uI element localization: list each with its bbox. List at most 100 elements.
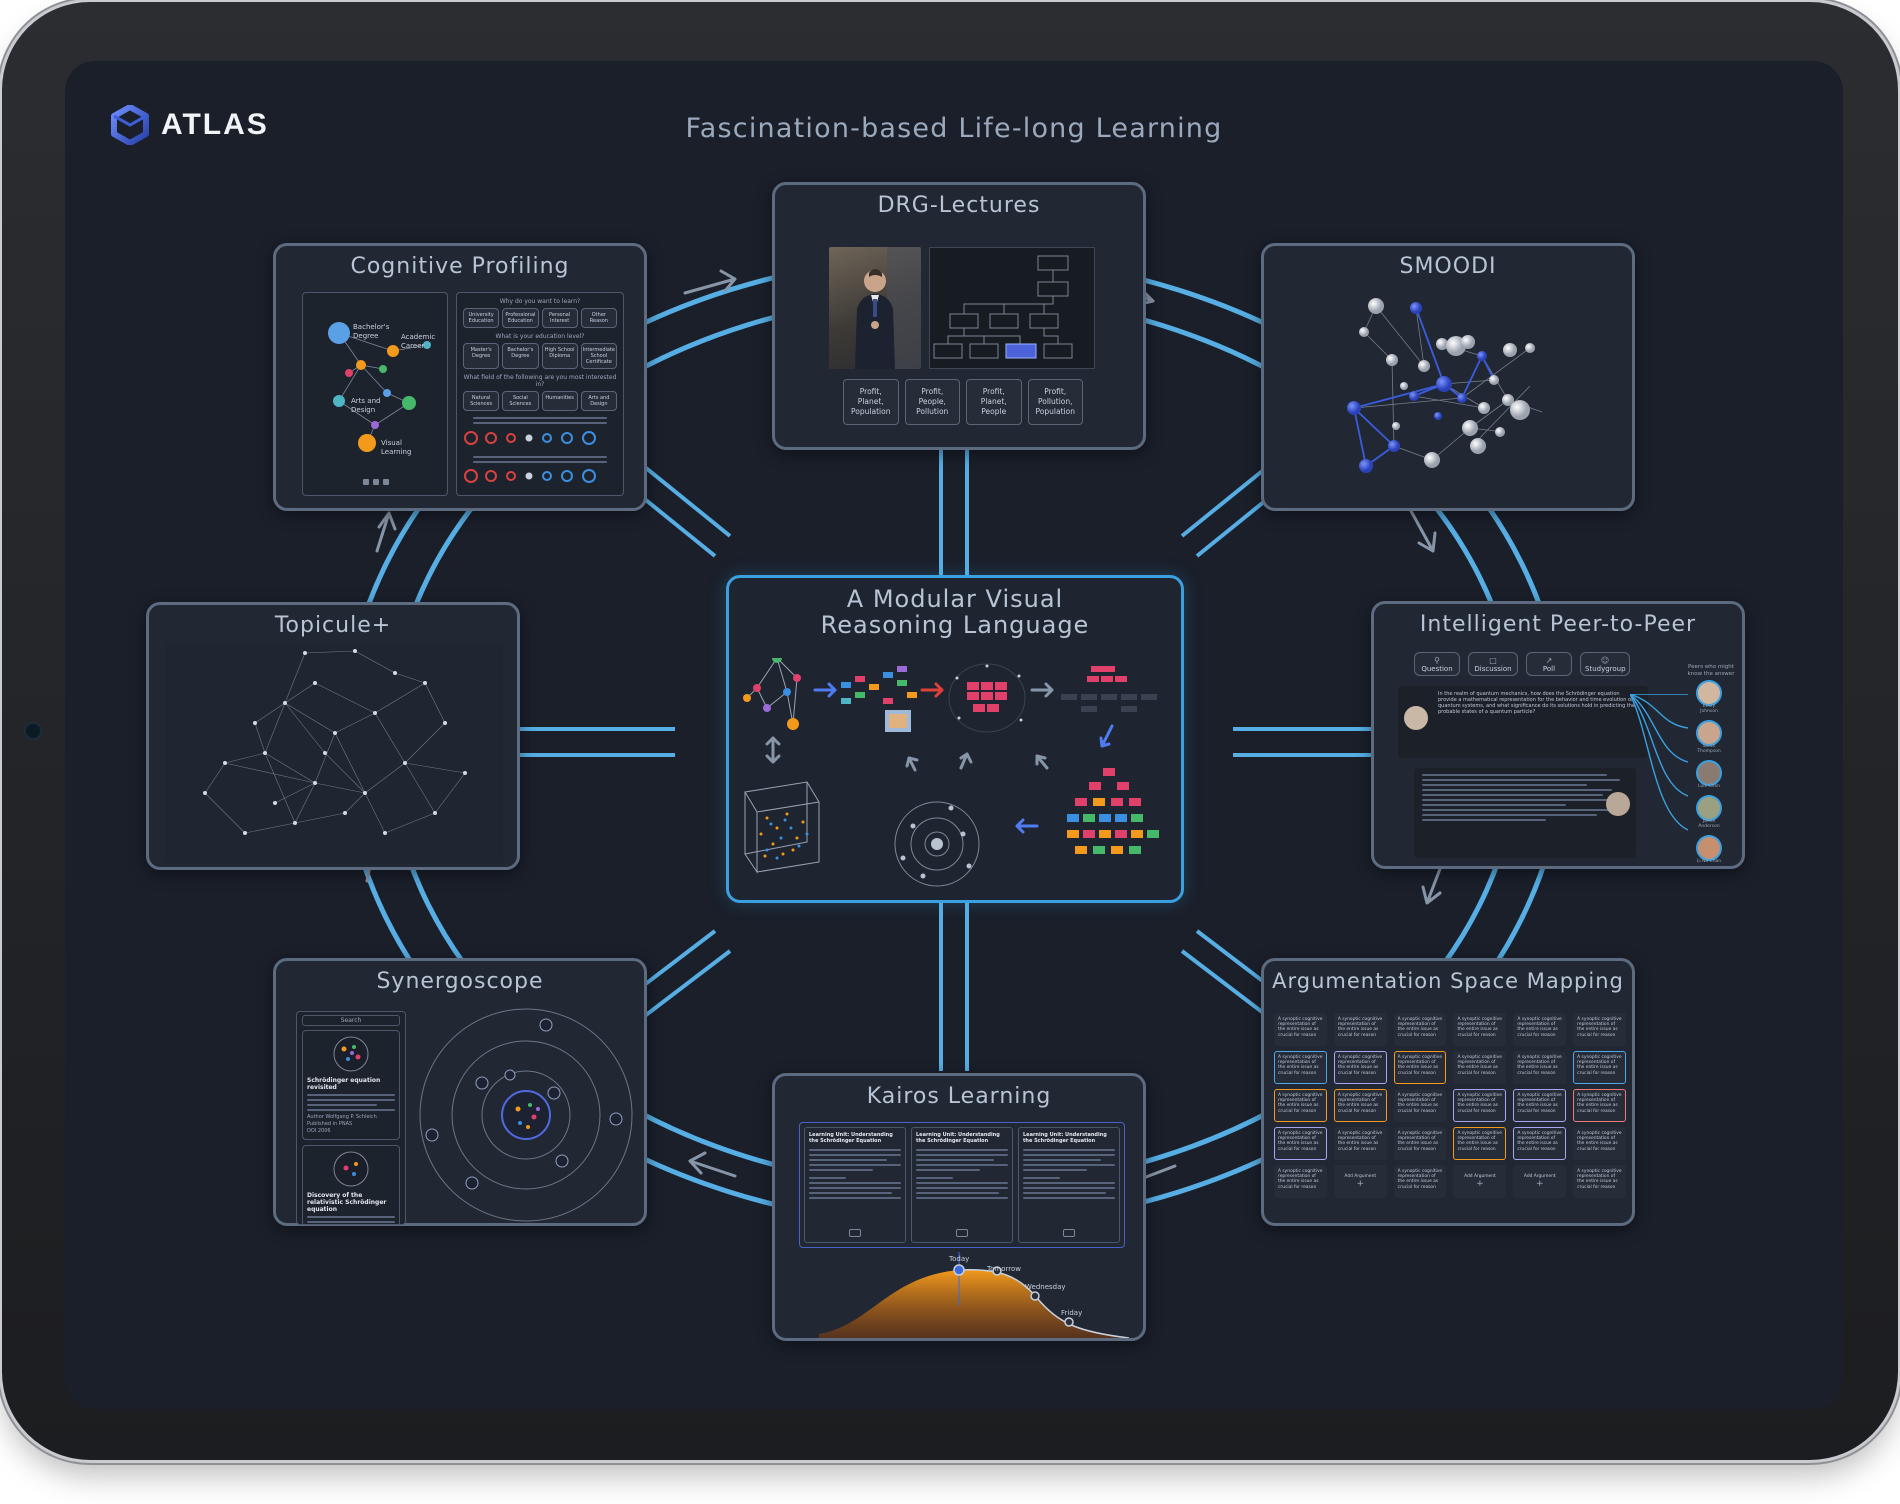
argument-card[interactable]: A synoptic cognitive representation of t…	[1513, 1013, 1567, 1046]
avatar	[1404, 706, 1428, 730]
module-argumentation-space-mapping[interactable]: Argumentation Space Mapping A synoptic c…	[1261, 958, 1635, 1226]
argument-card[interactable]: A synoptic cognitive representation of t…	[1393, 1089, 1447, 1122]
argument-card[interactable]: A synoptic cognitive representation of t…	[1393, 1165, 1447, 1198]
argument-card[interactable]: A synoptic cognitive representation of t…	[1573, 1165, 1626, 1198]
timeline-label-friday: Friday	[1061, 1309, 1083, 1317]
argument-grid: A synoptic cognitive representation of t…	[1274, 1013, 1626, 1221]
paper-meta: Author Wolfgang P. Schleich	[307, 1114, 377, 1120]
learning-unit-card[interactable]: Learning Unit: Understanding the Schrödi…	[911, 1127, 1013, 1243]
option-button[interactable]: Other Reason	[580, 308, 617, 328]
argument-card[interactable]: A synoptic cognitive representation of t…	[1393, 1051, 1447, 1084]
peer-item[interactable]: Li Na Chan	[1694, 837, 1724, 864]
module-smoodi[interactable]: SMOODI	[1261, 243, 1635, 511]
lecture-video[interactable]	[829, 247, 921, 369]
card-title: Synergoscope	[376, 969, 544, 994]
graph-label: Academic Career	[401, 333, 436, 350]
option-button[interactable]: Social Sciences	[502, 391, 539, 411]
argument-card[interactable]: A synoptic cognitive representation of t…	[1513, 1127, 1567, 1160]
argument-card[interactable]: A synoptic cognitive representation of t…	[1333, 1127, 1387, 1160]
card-title: SMOODI	[1399, 254, 1497, 279]
module-intelligent-peer-to-peer[interactable]: Intelligent Peer-to-Peer ⚲Question □Disc…	[1371, 601, 1745, 869]
card-title: Topicule+	[274, 613, 392, 638]
module-cognitive-profiling[interactable]: Cognitive Profiling	[273, 243, 647, 511]
argument-card[interactable]: A synoptic cognitive representation of t…	[1393, 1127, 1447, 1160]
module-kairos-learning[interactable]: Kairos Learning Learning Unit: Understan…	[772, 1073, 1146, 1341]
argument-card[interactable]: A synoptic cognitive representation of t…	[1333, 1013, 1387, 1046]
option-button[interactable]: Intermediate School Certificate	[580, 343, 618, 369]
argument-card[interactable]: A synoptic cognitive representation of t…	[1453, 1127, 1507, 1160]
argument-card[interactable]: A synoptic cognitive representation of t…	[1393, 1013, 1447, 1046]
argument-card[interactable]: A synoptic cognitive representation of t…	[1274, 1127, 1327, 1160]
module-visual-reasoning-language[interactable]: A Modular Visual Reasoning Language	[726, 575, 1184, 903]
tab-studygroup[interactable]: ☺Studygroup	[1580, 652, 1630, 676]
paper-card[interactable]: Schrödinger equation revisited Author Wo…	[302, 1030, 400, 1140]
option-button[interactable]: Arts and Design	[580, 391, 617, 411]
argument-card[interactable]: A synoptic cognitive representation of t…	[1513, 1051, 1567, 1084]
add-argument-button[interactable]: Add Argument+	[1453, 1165, 1507, 1198]
graph-label: Arts and Design	[351, 397, 381, 414]
atlas-logo[interactable]: ATLAS	[111, 105, 269, 145]
option-button[interactable]: University Education	[463, 308, 500, 328]
argument-card[interactable]: A synoptic cognitive representation of t…	[1453, 1051, 1507, 1084]
tab-poll[interactable]: ↗Poll	[1526, 652, 1572, 676]
option-button[interactable]: Humanities	[541, 391, 578, 411]
argument-card[interactable]: A synoptic cognitive representation of t…	[1333, 1051, 1387, 1084]
paper-title: Discovery of the relativistic Schrödinge…	[307, 1192, 387, 1213]
argument-card[interactable]: A synoptic cognitive representation of t…	[1573, 1127, 1626, 1160]
question-text: In the realm of quantum mechanics, how d…	[1438, 691, 1636, 715]
option-button[interactable]: Bachelor's Degree	[502, 343, 539, 369]
learning-unit-card[interactable]: Learning Unit: Understanding the Schrödi…	[1018, 1127, 1120, 1243]
answer-option[interactable]: Profit, People, Pollution	[904, 379, 960, 425]
card-title: A Modular Visual Reasoning Language	[729, 586, 1181, 638]
add-argument-button[interactable]: Add Argument+	[1333, 1165, 1387, 1198]
peer-item[interactable]: Sarah Thompson	[1694, 722, 1724, 754]
paper-thumbnail	[333, 1036, 369, 1072]
argument-card[interactable]: A synoptic cognitive representation of t…	[1453, 1089, 1507, 1122]
argument-card[interactable]: A synoptic cognitive representation of t…	[1513, 1089, 1567, 1122]
add-argument-button[interactable]: Add Argument+	[1513, 1165, 1567, 1198]
option-button[interactable]: Master's Degree	[463, 343, 500, 369]
argument-card[interactable]: A synoptic cognitive representation of t…	[1573, 1089, 1626, 1122]
title-line-1: A Modular Visual	[846, 585, 1064, 613]
atlas-logo-icon	[111, 105, 149, 145]
paper-list: Search Schrödinger equation revisited Au…	[296, 1011, 406, 1225]
likert-scale-2[interactable]	[463, 467, 617, 485]
peer-item[interactable]: Jamie Anderson	[1694, 797, 1724, 829]
paper-meta: Published in PNAS	[307, 1121, 353, 1127]
tab-discussion[interactable]: □Discussion	[1468, 652, 1518, 676]
synergy-orbits	[419, 1008, 633, 1222]
argument-card[interactable]: A synoptic cognitive representation of t…	[1573, 1051, 1626, 1084]
module-drg-lectures[interactable]: DRG-Lectures	[772, 182, 1146, 450]
unit-title: Learning Unit: Understanding the Schrödi…	[1023, 1132, 1107, 1144]
answer-option[interactable]: Profit, Planet, People	[966, 379, 1022, 425]
peer-item[interactable]: Luis Chen	[1694, 762, 1724, 789]
option-button[interactable]: High School Diploma	[541, 343, 578, 369]
peer-item[interactable]: Emily Johnson	[1694, 682, 1724, 714]
answer-option[interactable]: Profit, Planet, Population	[843, 379, 899, 425]
learning-unit-card[interactable]: Learning Unit: Understanding the Schrödi…	[804, 1127, 906, 1243]
argument-card[interactable]: A synoptic cognitive representation of t…	[1274, 1013, 1327, 1046]
tablet-frame: ATLAS Fascination-based Life-long Learni…	[2, 2, 1898, 1460]
module-synergoscope[interactable]: Synergoscope Search Schrödinger equation…	[273, 958, 647, 1226]
argument-card[interactable]: A synoptic cognitive representation of t…	[1274, 1051, 1327, 1084]
answer-option[interactable]: Profit, Pollution, Population	[1027, 379, 1083, 425]
argument-card[interactable]: A synoptic cognitive representation of t…	[1453, 1013, 1507, 1046]
module-topicule[interactable]: Topicule+	[146, 602, 520, 870]
argument-card[interactable]: A synoptic cognitive representation of t…	[1333, 1089, 1387, 1122]
option-button[interactable]: Professional Education	[502, 308, 539, 328]
profile-graph: Bachelor's Degree Academic Career Visual…	[302, 292, 448, 496]
topic-network	[165, 643, 503, 863]
tab-question[interactable]: ⚲Question	[1414, 652, 1460, 676]
likert-scale-1[interactable]	[463, 429, 617, 447]
argument-card[interactable]: A synoptic cognitive representation of t…	[1274, 1089, 1327, 1122]
search-input[interactable]: Search	[302, 1015, 400, 1026]
argument-card[interactable]: A synoptic cognitive representation of t…	[1274, 1165, 1327, 1198]
card-title: Intelligent Peer-to-Peer	[1419, 612, 1697, 637]
paper-card[interactable]: Discovery of the relativistic Schrödinge…	[302, 1145, 400, 1224]
option-button[interactable]: Natural Sciences	[463, 391, 500, 411]
option-button[interactable]: Personal Interest	[541, 308, 578, 328]
argument-card[interactable]: A synoptic cognitive representation of t…	[1573, 1013, 1626, 1046]
question-2: What is your education level?	[495, 333, 585, 340]
reasoning-pipeline	[743, 658, 1159, 887]
paper-title: Schrödinger equation revisited	[307, 1077, 381, 1091]
